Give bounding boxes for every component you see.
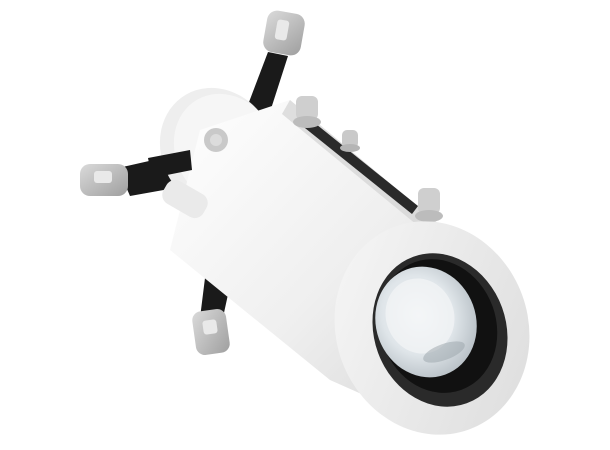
- side-knob: [162, 179, 208, 219]
- thumb-screw-middle: [340, 130, 360, 152]
- shutter-slot: [148, 116, 418, 214]
- thumb-screw-top: [293, 96, 321, 128]
- lens-glass: [375, 266, 477, 378]
- thumb-screw-left: [204, 128, 228, 152]
- shutter-handle-top: [246, 10, 305, 112]
- thumb-screw-right: [415, 188, 443, 222]
